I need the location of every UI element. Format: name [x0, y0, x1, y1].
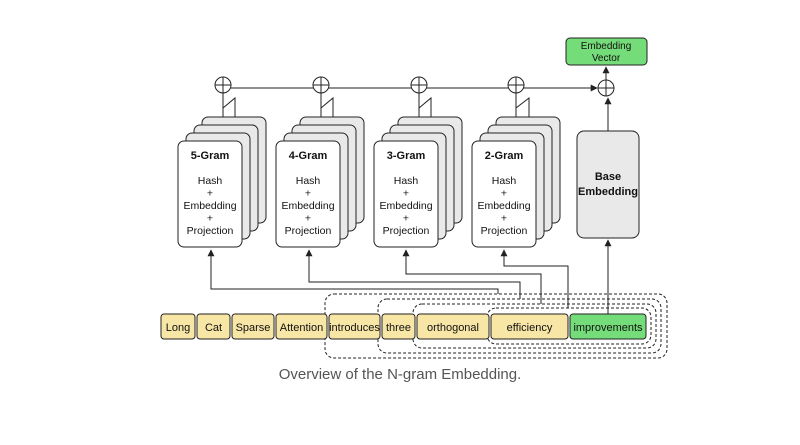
base-embedding-label-1: Base [595, 171, 621, 183]
window5-to-5gram [207, 249, 499, 294]
ngram-box [471, 140, 537, 248]
token-introduces: introduces [328, 313, 381, 340]
sum-node-icon [410, 76, 428, 94]
token-box [328, 313, 381, 340]
sum-node-icon [597, 79, 615, 97]
ngram-line: + [501, 188, 507, 200]
ngram-line: Embedding [281, 200, 334, 212]
ngram-line: + [207, 213, 213, 225]
ngram-blocks: 5-GramHash+Embedding+Projection4-GramHas… [177, 116, 561, 248]
ngram-title: 3-Gram [387, 150, 426, 162]
token-orthogonal: orthogonal [416, 313, 490, 340]
stack-slant-line [418, 96, 432, 125]
ngram-line: + [305, 213, 311, 225]
ngram-window-5 [324, 293, 668, 359]
ngram-box [177, 140, 243, 248]
ngram-line: Hash [492, 175, 517, 187]
token-attention: Attention [275, 313, 328, 340]
token-cat: Cat [196, 313, 231, 340]
ngram-title: 5-Gram [191, 150, 230, 162]
ngram-line: + [403, 188, 409, 200]
token-label: Attention [280, 322, 323, 334]
sum-node-icon [507, 76, 525, 94]
connector-lines [207, 66, 612, 314]
stack-slant-line [222, 96, 236, 125]
token-label: Cat [205, 322, 222, 334]
stack-slant-line [320, 96, 334, 125]
ngram-line: Embedding [183, 200, 236, 212]
token-box [196, 313, 231, 340]
token-row: Long Cat Sparse Attention introduces three ort… [160, 313, 647, 340]
token-long: Long [160, 313, 196, 340]
ngram-line: + [305, 188, 311, 200]
token-label: introduces [329, 322, 380, 334]
token-improvements: improvements [569, 313, 647, 340]
token-label: efficiency [507, 322, 553, 334]
output-label-2: Vector [592, 53, 621, 64]
base-embedding-block: Base Embedding [576, 130, 640, 239]
token-box [569, 313, 647, 340]
sum-node-icon [312, 76, 330, 94]
ngram-box [275, 140, 341, 248]
token-box [490, 313, 569, 340]
ngram-line: + [403, 213, 409, 225]
ngram-line: + [501, 213, 507, 225]
ngram-line: Projection [383, 225, 430, 237]
token-label: orthogonal [427, 322, 479, 334]
token-box [160, 313, 196, 340]
ngram-title: 2-Gram [485, 150, 524, 162]
ngram-line: Hash [394, 175, 419, 187]
base-embedding-label-2: Embedding [578, 186, 638, 198]
ngram-title: 4-Gram [289, 150, 328, 162]
token-box [416, 313, 490, 340]
ngram-line: Projection [481, 225, 528, 237]
sum-node-icon [214, 76, 232, 94]
token-box [381, 313, 416, 340]
ngram-line: Projection [285, 225, 332, 237]
token-label: Sparse [236, 322, 271, 334]
ngram-line: Projection [187, 225, 234, 237]
window2-to-2gram [500, 249, 569, 308]
token-sparse: Sparse [231, 313, 275, 340]
token-label: three [386, 322, 411, 334]
ngram-line: Embedding [477, 200, 530, 212]
window4-to-4gram [305, 249, 521, 299]
token-label: Long [166, 322, 190, 334]
figure-caption: Overview of the N-gram Embedding. [278, 366, 522, 383]
token-box [275, 313, 328, 340]
ngram-line: Hash [198, 175, 223, 187]
ngram-line: Hash [296, 175, 321, 187]
token-three: three [381, 313, 416, 340]
token-efficiency: efficiency [490, 313, 569, 340]
ngram-box [373, 140, 439, 248]
sum-nodes [214, 76, 615, 97]
ngram-line: + [207, 188, 213, 200]
output-label-1: Embedding [581, 41, 632, 52]
token-label: improvements [573, 322, 643, 334]
token-box [231, 313, 275, 340]
embedding-vector-output: Embedding Vector [565, 37, 648, 66]
stack-slant-line [515, 96, 530, 125]
ngram-line: Embedding [379, 200, 432, 212]
window3-to-3gram [402, 249, 542, 304]
